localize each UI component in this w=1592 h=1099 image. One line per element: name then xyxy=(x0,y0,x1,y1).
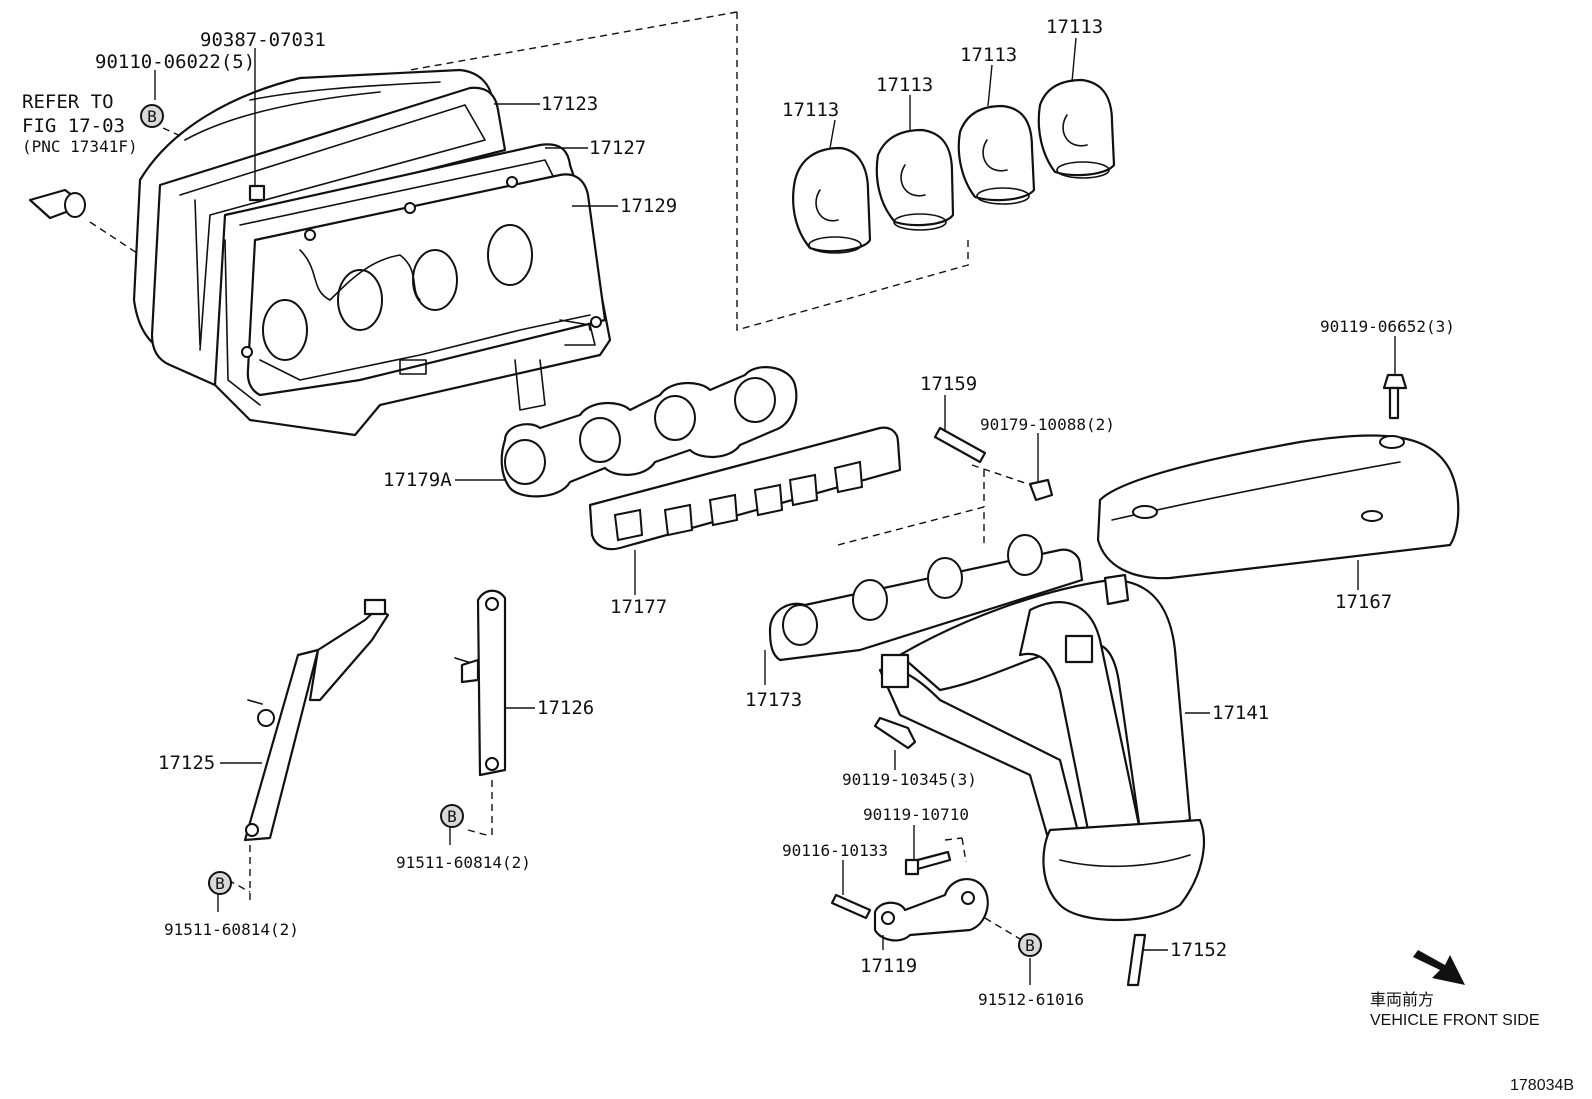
part-label-17119: 17119 xyxy=(860,955,917,977)
segment-group-outline xyxy=(409,11,969,331)
part-label-17129: 17129 xyxy=(620,195,677,217)
part-label-90119-10710: 90119-10710 xyxy=(863,805,969,824)
part-label-17113-4: 17113 xyxy=(1046,16,1103,38)
part-label-17159: 17159 xyxy=(920,373,977,395)
part-label-17113-2: 17113 xyxy=(876,74,933,96)
part-label-90387-07031: 90387-07031 xyxy=(200,29,326,51)
part-label-17141: 17141 xyxy=(1212,702,1269,724)
part-label-90179-10088: 90179-10088(2) xyxy=(980,415,1115,434)
part-label-17179A: 17179A xyxy=(383,469,452,491)
part-label-90119-10345: 90119-10345(3) xyxy=(842,770,977,789)
part-label-17126: 17126 xyxy=(537,697,594,719)
part-label-17127: 17127 xyxy=(589,137,646,159)
gasket-17177 xyxy=(588,426,902,551)
b-symbol-91511-right: B xyxy=(440,804,464,828)
bolt-90119-10710 xyxy=(904,850,952,876)
leader-lines xyxy=(154,37,1396,985)
insulator-segment-17113-4 xyxy=(1037,78,1116,179)
manifold-stay-17125 xyxy=(243,598,390,842)
bolt-90119-06652 xyxy=(1382,373,1408,420)
part-label-90116-10133: 90116-10133 xyxy=(782,841,888,860)
figure-id: 178034B xyxy=(1510,1077,1574,1094)
bolt-90119-10345 xyxy=(873,716,917,750)
part-label-17123: 17123 xyxy=(541,93,598,115)
insulator-segment-17113-3 xyxy=(957,104,1036,205)
stud-17159 xyxy=(933,426,987,464)
part-label-91511-60814-right: 91511-60814(2) xyxy=(396,853,531,872)
insulator-segment-17113-2 xyxy=(875,128,955,231)
part-label-17177: 17177 xyxy=(610,596,667,618)
svg-text:B: B xyxy=(447,807,457,826)
direction-note-en: VEHICLE FRONT SIDE xyxy=(1370,1012,1540,1029)
nut-90179 xyxy=(1028,478,1054,502)
svg-text:B: B xyxy=(1025,936,1035,955)
part-label-17152: 17152 xyxy=(1170,939,1227,961)
direction-note-jp: 車両前方 xyxy=(1370,991,1434,1009)
b-symbol-90110: B xyxy=(140,104,164,128)
dashed-guides xyxy=(162,127,1031,946)
part-label-17167: 17167 xyxy=(1335,591,1392,613)
exhaust-manifold-gasket-plate xyxy=(241,173,607,411)
part-label-17113-3: 17113 xyxy=(960,44,1017,66)
stud-90116 xyxy=(830,893,872,920)
insulator-segment-17113-1 xyxy=(792,146,872,254)
manifold-stay-17126 xyxy=(454,589,507,777)
bolt-90387-lead-bolt xyxy=(460,658,480,684)
gasket-17179A xyxy=(500,366,798,498)
stud-17152 xyxy=(1126,933,1147,987)
refer-note-line2: FIG 17-03 xyxy=(22,115,125,137)
part-label-90119-06652: 90119-06652(3) xyxy=(1320,317,1455,336)
b-symbol-91512: B xyxy=(1018,933,1042,957)
svg-text:B: B xyxy=(147,107,157,126)
bolt-90387 xyxy=(248,184,266,202)
manifold-gasket-guide xyxy=(837,470,985,546)
b-symbol-91511-left: B xyxy=(208,871,232,895)
refer-note-line1: REFER TO xyxy=(22,91,114,113)
refer-note-line3: (PNC 17341F) xyxy=(22,137,138,156)
manifold-stay-17119 xyxy=(873,877,989,942)
part-label-17125: 17125 xyxy=(158,752,215,774)
svg-text:B: B xyxy=(215,874,225,893)
part-label-91511-60814-left: 91511-60814(2) xyxy=(164,920,299,939)
part-label-90110-06022: 90110-06022(5) xyxy=(95,51,255,73)
hose-stub xyxy=(28,188,141,256)
vehicle-front-arrow xyxy=(1413,950,1465,985)
part-label-17173: 17173 xyxy=(745,689,802,711)
part-label-91512-61016: 91512-61016 xyxy=(978,990,1084,1009)
part-label-17113-1: 17113 xyxy=(782,99,839,121)
heat-insulator-17167 xyxy=(1096,434,1460,580)
exhaust-manifold-17141 xyxy=(768,534,1205,922)
